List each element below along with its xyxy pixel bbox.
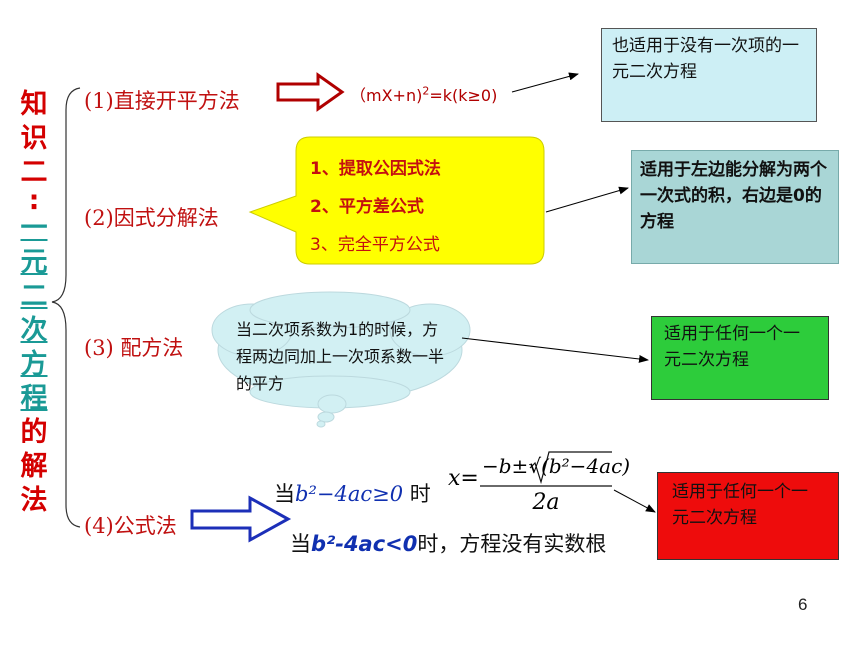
title-char: 次 <box>20 315 48 346</box>
connector-arrow <box>511 72 579 93</box>
method-factoring: (2)因式分解法 <box>84 206 219 230</box>
no-root-prefix: 当 <box>290 532 311 556</box>
hollow-arrow-red-icon <box>276 72 345 112</box>
yellow-callout <box>248 136 545 265</box>
note-box-sky: 也适用于没有一次项的一元二次方程 <box>601 28 817 122</box>
connector-arrow <box>461 337 649 363</box>
title-char: 二 <box>20 281 48 312</box>
cond-expr: b²−4ac≥0 <box>295 482 404 506</box>
discriminant-condition: 当b²−4ac≥0 时 <box>274 478 431 508</box>
factoring-callout: 1、提取公因式法 2、平方差公式 3、完全平方公式 <box>310 150 530 264</box>
note-box-blue: 适用于左边能分解为两个一次式的积，右边是0的方程 <box>631 150 839 264</box>
formula-x-eq: x= <box>448 466 479 491</box>
no-real-roots: 当b²-4ac<0时，方程没有实数根 <box>290 528 606 558</box>
title-char: 程 <box>20 383 48 414</box>
curly-brace <box>51 87 81 528</box>
title-char: 方 <box>20 349 48 380</box>
square-formula-exp: 2 <box>422 84 430 98</box>
connector-arrow <box>545 186 629 213</box>
note-box-red: 适用于任何一个一元二次方程 <box>657 472 839 560</box>
hollow-arrow-blue-icon <box>190 495 292 543</box>
title-char: 识 <box>20 123 48 154</box>
no-root-suffix: 时，方程没有实数根 <box>417 532 607 556</box>
formula-denominator: 2a <box>532 490 560 515</box>
title-char: 法 <box>20 485 48 516</box>
square-formula: （mX+n)2=k(k≥0) <box>350 82 497 106</box>
no-root-expr: b²-4ac<0 <box>311 532 418 556</box>
callout-item: 1、提取公因式法 <box>310 159 441 179</box>
method-quadratic-formula: (4)公式法 <box>84 514 177 538</box>
callout-item: 2、平方差公式 <box>310 197 424 217</box>
title-char: 知 <box>20 89 48 120</box>
formula-numerator: −b±√(b²−4ac) <box>482 454 631 478</box>
note-box-green: 适用于任何一个一元二次方程 <box>651 316 829 400</box>
square-formula-prefix: （mX+n) <box>350 86 423 105</box>
radical-sign <box>529 451 612 485</box>
connector-arrow <box>613 489 656 513</box>
thought-cloud <box>211 291 471 428</box>
title-char: 一 <box>20 213 48 244</box>
callout-item: 3、完全平方公式 <box>310 235 440 255</box>
cond-prefix: 当 <box>274 482 295 506</box>
title-char: 的 <box>20 417 48 448</box>
title-char: 二 <box>20 157 48 188</box>
cloud-text: 当二次项系数为1的时候，方程两边同加上一次项系数一半的平方 <box>236 320 445 393</box>
page-number: 6 <box>798 595 808 614</box>
method-completing-square: (3) 配方法 <box>84 336 184 360</box>
vertical-title: 知 识 二 : 一 元 二 次 方 程 的 解 法 <box>14 88 54 518</box>
title-char: 解 <box>20 451 48 482</box>
cond-suffix: 时 <box>409 482 431 506</box>
title-char: 元 <box>20 247 48 278</box>
square-formula-suffix: =k(k≥0) <box>429 86 498 105</box>
method-direct-sqrt: (1)直接开平方法 <box>84 89 240 113</box>
title-char: : <box>28 185 40 216</box>
